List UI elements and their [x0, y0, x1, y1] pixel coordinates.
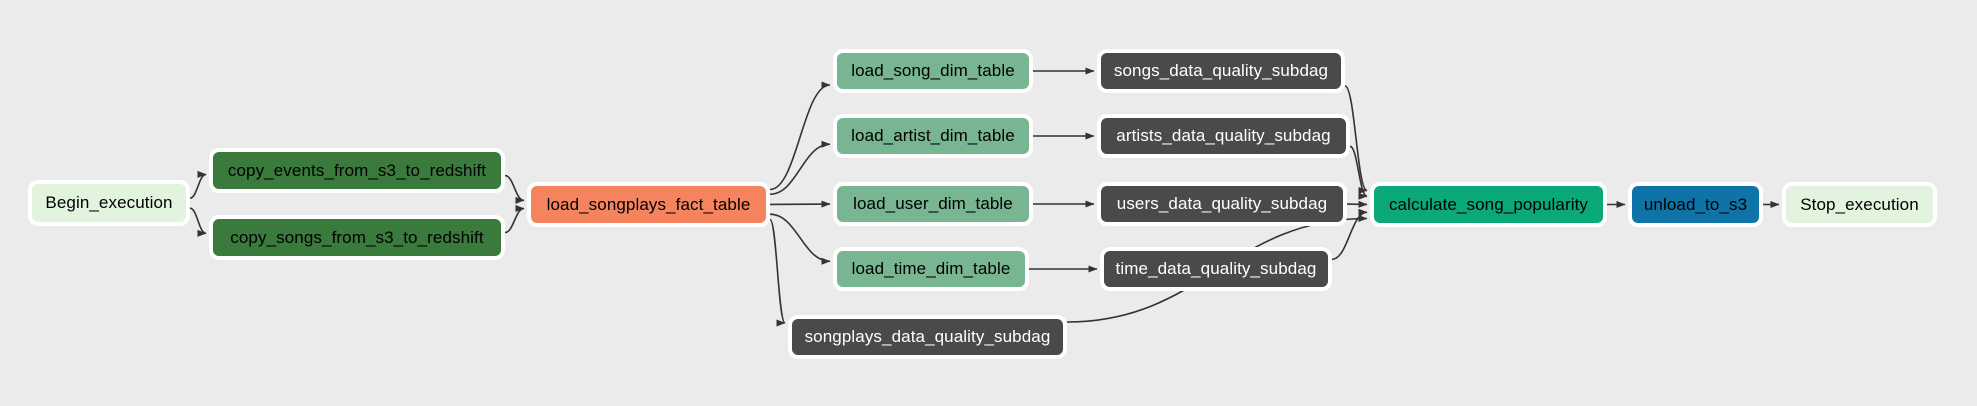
edge-begin_execution-to-copy_songs_from_s3_to_redshift: [189, 207, 207, 237]
edge-copy_songs_from_s3_to_redshift-to-load_songplays_fact_table: [504, 204, 525, 234]
edge-begin_execution-to-copy_events_from_s3_to_redshift: [189, 170, 207, 199]
edge-load_songplays_fact_table-to-load_artist_dim_table: [769, 140, 831, 196]
task-label-calculate_song_popularity: calculate_song_popularity: [1388, 194, 1589, 214]
task-node-begin_execution[interactable]: Begin_execution: [28, 180, 190, 226]
task-node-users_data_quality_subdag[interactable]: users_data_quality_subdag: [1097, 182, 1347, 226]
task-node-calculate_song_popularity[interactable]: calculate_song_popularity: [1370, 182, 1607, 227]
task-node-unload_to_s3[interactable]: unload_to_s3: [1628, 182, 1763, 227]
task-node-songplays_data_quality_subdag[interactable]: songplays_data_quality_subdag: [788, 315, 1067, 359]
task-node-load_user_dim_table[interactable]: load_user_dim_table: [833, 182, 1033, 226]
task-label-load_user_dim_table: load_user_dim_table: [853, 194, 1013, 213]
task-label-copy_events_from_s3_to_redshift: copy_events_from_s3_to_redshift: [227, 160, 487, 180]
task-node-load_songplays_fact_table[interactable]: load_songplays_fact_table: [527, 182, 770, 227]
task-label-stop_execution: Stop_execution: [1800, 194, 1919, 214]
task-label-songplays_data_quality_subdag: songplays_data_quality_subdag: [804, 327, 1051, 346]
task-node-load_song_dim_table[interactable]: load_song_dim_table: [833, 49, 1033, 93]
edge-artists_data_quality_subdag-to-calculate_song_popularity: [1349, 145, 1368, 200]
task-label-users_data_quality_subdag: users_data_quality_subdag: [1116, 194, 1328, 213]
edge-time_data_quality_subdag-to-calculate_song_popularity: [1331, 208, 1368, 261]
edge-copy_events_from_s3_to_redshift-to-load_songplays_fact_table: [504, 174, 525, 204]
edge-load_songplays_fact_table-to-load_song_dim_table: [769, 81, 831, 191]
task-node-copy_songs_from_s3_to_redshift[interactable]: copy_songs_from_s3_to_redshift: [209, 215, 505, 260]
task-node-time_data_quality_subdag[interactable]: time_data_quality_subdag: [1100, 247, 1332, 291]
task-node-artists_data_quality_subdag[interactable]: artists_data_quality_subdag: [1097, 114, 1350, 158]
task-label-load_song_dim_table: load_song_dim_table: [851, 61, 1015, 80]
edge-load_songplays_fact_table-to-load_time_dim_table: [769, 213, 831, 265]
task-node-copy_events_from_s3_to_redshift[interactable]: copy_events_from_s3_to_redshift: [209, 148, 505, 193]
task-node-songs_data_quality_subdag[interactable]: songs_data_quality_subdag: [1097, 49, 1345, 93]
task-node-stop_execution[interactable]: Stop_execution: [1782, 182, 1937, 227]
task-label-load_artist_dim_table: load_artist_dim_table: [851, 126, 1015, 145]
task-label-time_data_quality_subdag: time_data_quality_subdag: [1115, 259, 1317, 278]
edge-songs_data_quality_subdag-to-calculate_song_popularity: [1344, 85, 1368, 194]
task-node-load_artist_dim_table[interactable]: load_artist_dim_table: [833, 114, 1033, 158]
task-label-load_time_dim_table: load_time_dim_table: [851, 259, 1011, 278]
task-node-load_time_dim_table[interactable]: load_time_dim_table: [833, 247, 1029, 291]
task-label-copy_songs_from_s3_to_redshift: copy_songs_from_s3_to_redshift: [230, 227, 484, 247]
task-label-begin_execution: Begin_execution: [45, 193, 173, 212]
edge-load_songplays_fact_table-to-songplays_data_quality_subdag: [769, 218, 786, 327]
task-label-artists_data_quality_subdag: artists_data_quality_subdag: [1116, 126, 1331, 145]
task-label-unload_to_s3: unload_to_s3: [1643, 194, 1748, 214]
task-label-load_songplays_fact_table: load_songplays_fact_table: [546, 194, 751, 214]
task-label-songs_data_quality_subdag: songs_data_quality_subdag: [1113, 61, 1329, 80]
